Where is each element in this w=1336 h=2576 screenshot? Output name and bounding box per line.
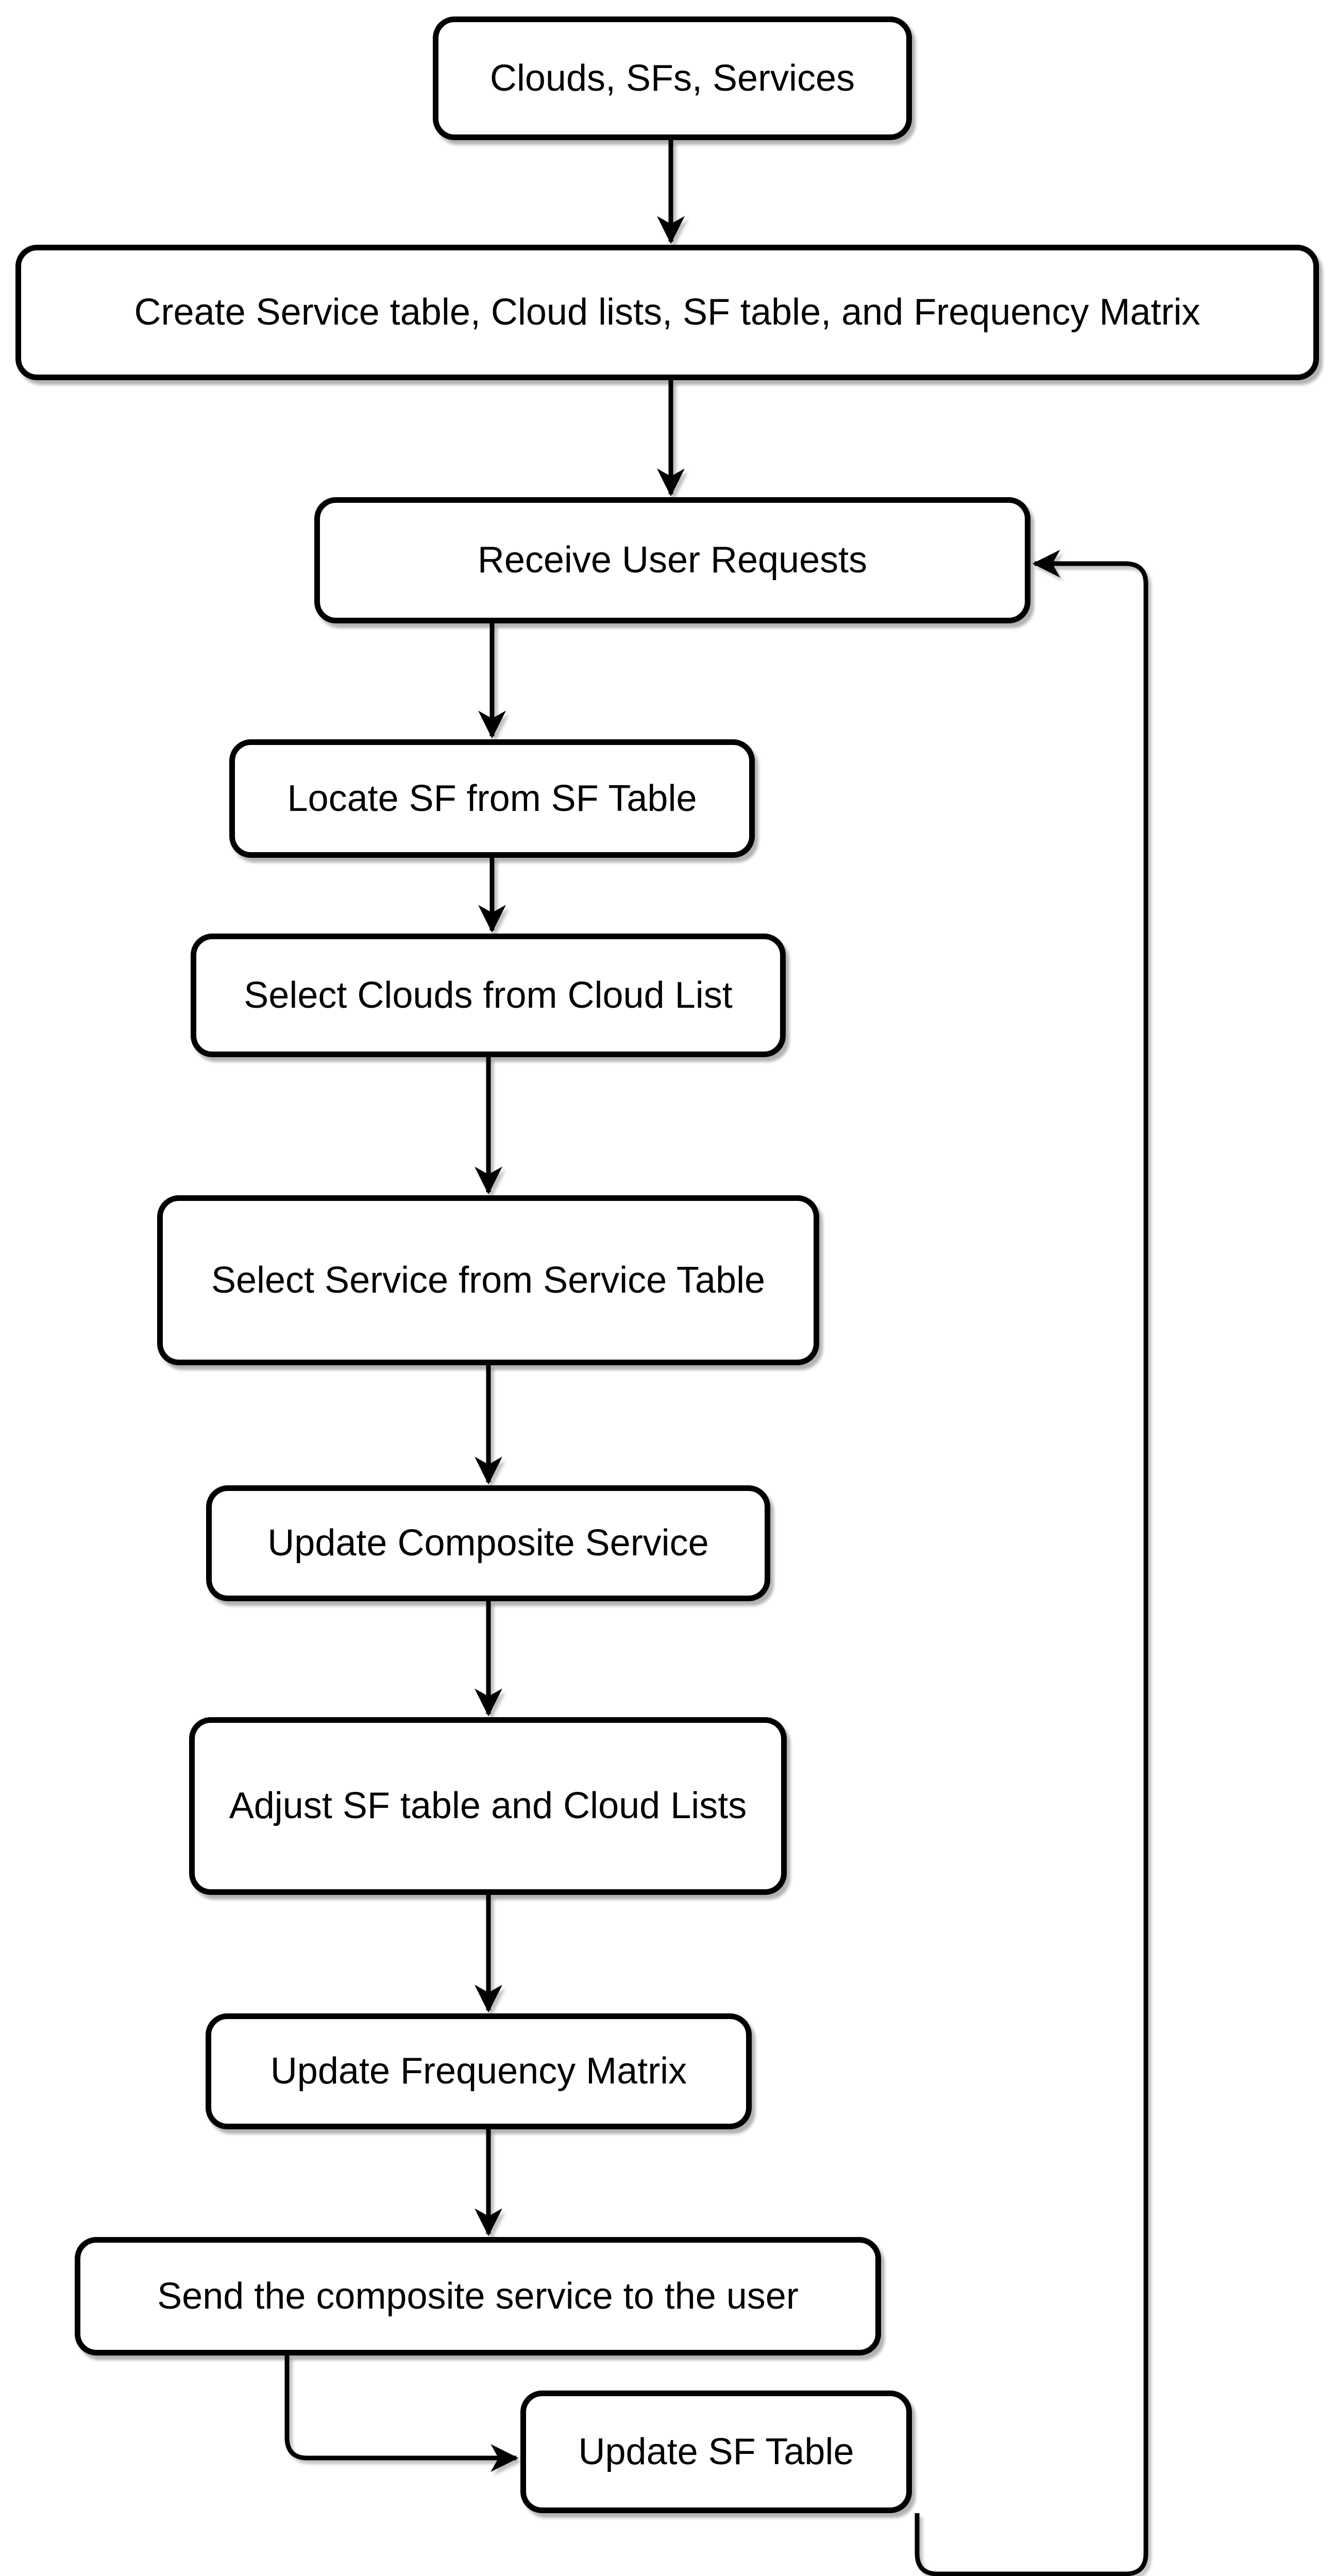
node-clouds-sfs-services: Clouds, SFs, Services <box>433 16 912 140</box>
node-select-clouds: Select Clouds from Cloud List <box>191 934 786 1057</box>
node-locate-sf: Locate SF from SF Table <box>229 739 755 858</box>
node-receive-user-requests: Receive User Requests <box>314 497 1030 623</box>
edge-update-sf-table-to-receive-loop <box>915 550 1148 2576</box>
node-update-composite-service: Update Composite Service <box>206 1485 770 1601</box>
node-send-composite-service: Send the composite service to the user <box>75 2237 881 2355</box>
node-update-sf-table: Update SF Table <box>520 2391 912 2513</box>
edge-send-to-update-sf-table <box>284 2355 519 2472</box>
node-adjust-sf-cloud-lists: Adjust SF table and Cloud Lists <box>189 1717 787 1895</box>
node-create-tables: Create Service table, Cloud lists, SF ta… <box>15 245 1319 380</box>
node-select-service: Select Service from Service Table <box>157 1195 819 1365</box>
node-update-frequency-matrix: Update Frequency Matrix <box>206 2013 752 2129</box>
